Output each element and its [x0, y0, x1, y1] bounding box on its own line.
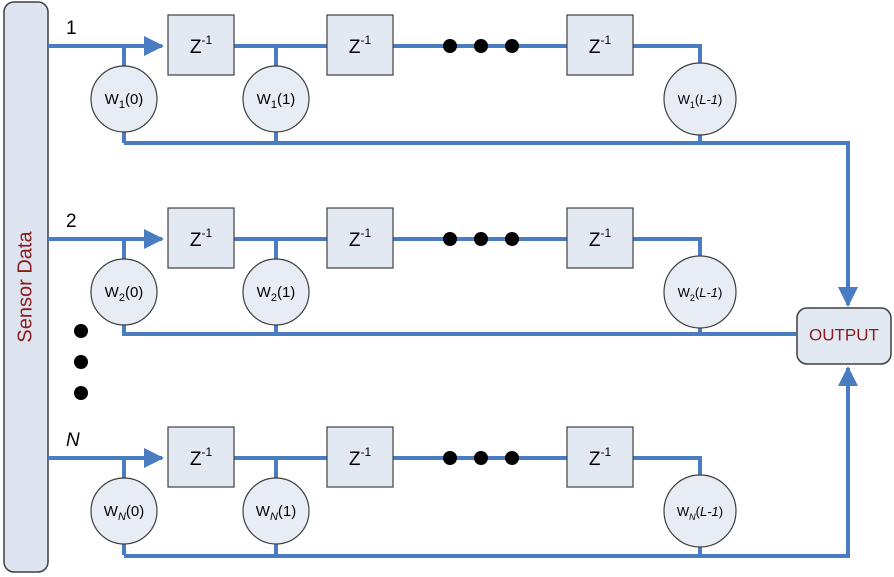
- weight-label: WN(1): [256, 503, 296, 523]
- weight-node: W2(1): [242, 258, 310, 326]
- weight-node: W1(1): [242, 65, 310, 133]
- delay-label: Z-1: [589, 33, 612, 58]
- delay-box: Z-1: [326, 14, 394, 76]
- delay-box: Z-1: [566, 426, 634, 488]
- weight-node: W1(L-1): [663, 62, 737, 136]
- output-label: OUTPUT: [809, 325, 879, 344]
- weight-label: W1(1): [257, 91, 296, 111]
- output-connections: [124, 141, 858, 558]
- delay-box: Z-1: [326, 207, 394, 269]
- delay-label: Z-1: [190, 33, 213, 58]
- delay-label: Z-1: [190, 445, 213, 470]
- delay-line-row-3: N Z-1 Z-1 Z-1WN(0) WN(1) WN(L-1): [48, 426, 737, 555]
- channel-label: N: [66, 430, 80, 451]
- wire: [633, 456, 702, 478]
- weight-node: WN(0): [90, 477, 158, 545]
- weight-node: W2(L-1): [663, 255, 737, 329]
- delay-box: Z-1: [326, 426, 394, 488]
- delay-label: Z-1: [190, 226, 213, 251]
- weight-node: W2(0): [90, 258, 158, 326]
- weight-node: W1(0): [90, 65, 158, 133]
- delay-label: Z-1: [589, 445, 612, 470]
- weight-node: WN(L-1): [663, 474, 737, 548]
- delay-line-row-1: 1Z-1 Z-1 Z-1W1(0) W1(1) W1(L-1): [48, 14, 737, 143]
- weight-label: W2(L-1): [678, 285, 723, 303]
- weight-label: W2(0): [105, 284, 144, 304]
- sensor-data-bar: Sensor Data: [3, 1, 49, 573]
- delay-label: Z-1: [589, 226, 612, 251]
- wire: [633, 237, 702, 259]
- channel-label: 2: [66, 211, 77, 232]
- channel-ellipsis-dots: [74, 324, 88, 400]
- delay-box: Z-1: [167, 14, 235, 76]
- delay-label: Z-1: [349, 445, 372, 470]
- delay-ellipsis-dots: [443, 39, 519, 53]
- delay-ellipsis-dots: [443, 232, 519, 246]
- delay-box: Z-1: [566, 207, 634, 269]
- weight-label: WN(L-1): [677, 504, 723, 522]
- delay-ellipsis-dots: [443, 451, 519, 465]
- weight-label: W1(L-1): [678, 92, 723, 110]
- delay-box: Z-1: [167, 207, 235, 269]
- delay-line-row-2: 2Z-1 Z-1 Z-1W2(0) W2(1) W2(L-1): [48, 207, 737, 336]
- output-box: OUTPUT: [796, 307, 892, 365]
- delay-box: Z-1: [167, 426, 235, 488]
- channel-label: 1: [66, 18, 77, 39]
- delay-label: Z-1: [349, 226, 372, 251]
- weight-label: WN(0): [104, 503, 144, 523]
- delay-box: Z-1: [566, 14, 634, 76]
- delay-label: Z-1: [349, 33, 372, 58]
- weight-label: W1(0): [105, 91, 144, 111]
- wire: [633, 44, 702, 66]
- weight-node: WN(1): [242, 477, 310, 545]
- weight-label: W2(1): [257, 284, 296, 304]
- sensor-data-label: Sensor Data: [14, 231, 36, 343]
